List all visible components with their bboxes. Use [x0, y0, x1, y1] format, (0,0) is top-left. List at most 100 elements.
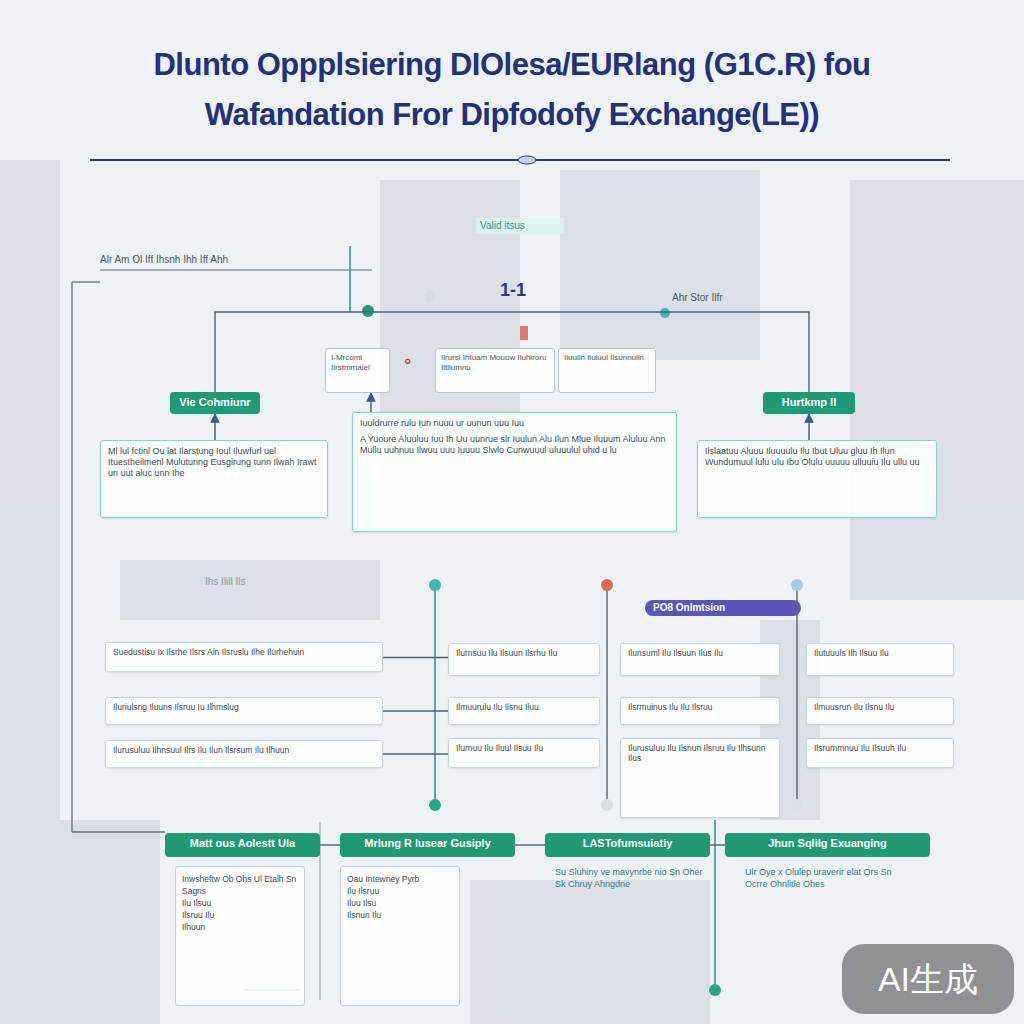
- column-dot: [791, 799, 803, 811]
- tag-text: Matt ous Aolestt Ula: [171, 837, 314, 850]
- tag-text: Hurtkmp ll: [769, 396, 849, 409]
- node-text: Suedustisu Ix Ilsrhe Ilsrs Aln Ilsruslu …: [113, 647, 375, 657]
- node-text: Ilurusuluu Ilu Ilsnun Ilsruu Ilu Ilhsunn…: [628, 743, 772, 763]
- node-text: Ilu Ilsuu: [182, 897, 298, 909]
- input-box: Ilrursl Ihtuam Mouuw Iluhiroru Iltllumnu: [435, 348, 555, 393]
- tag-label: PO8 Onlmtsion: [645, 600, 801, 616]
- node-text: Iluriulsng Iluuns Ilsruu Iu Ilhmslug: [113, 702, 375, 712]
- node-text: Ilrursl Ihtuam Mouuw Iluhiroru Iltllumnu: [441, 353, 549, 373]
- list-item-box: Ilsrmuinus Ilu Ilu Ilsruu: [620, 697, 780, 725]
- building-shade: [560, 170, 760, 360]
- list-item-box: Ilurusuluu Ilu Ilsnun Ilsruu Ilu Ilhsunn…: [620, 738, 780, 818]
- section-tag: Vie Cohmiunr: [170, 392, 260, 414]
- junction-dot: [660, 308, 670, 318]
- note-text: Ulr Oye x Olulep uraverir elat Ors Sn Oc…: [745, 866, 910, 890]
- section-tag: Mrlung R lusear Gusiply: [340, 833, 515, 857]
- column-dot: [601, 799, 613, 811]
- input-box: I-Mrcoml Ilrstmmaiel: [325, 348, 390, 393]
- list-item-box: Ilmuusrun Ilu Ilsnu Ilu: [806, 697, 954, 725]
- column-line: [606, 585, 608, 805]
- node-text: Ilsnun Ilu: [347, 909, 453, 921]
- node-text: Ilslaatuu Aluuu Iluuuulu Ilu Ibut Uluu g…: [705, 446, 929, 468]
- column-line: [796, 585, 798, 805]
- callout-number: 1-1: [500, 284, 540, 296]
- list-item-box: Ilmuurulu Ilu Ilsnu Iluu: [448, 697, 600, 725]
- connector-line: [515, 844, 545, 845]
- detail-panel: Oau Intewney PyrbIlu IlsruuIluu IlsuIlsn…: [340, 866, 460, 1006]
- node-text: Inwsheftw Ob Ohs Ul Etalh Sn Sagns: [182, 873, 298, 897]
- node-text: Ilsrummnuu Ilu Ilsuuh Ilu: [814, 743, 946, 753]
- node-text: A Yuoure Aluuluu Iuu Ih Uu uunrue slr Iu…: [360, 434, 669, 456]
- node-text: Iuuldrurre rulu Iun nuuu ur uunun uuu Iu…: [360, 418, 669, 429]
- connector-line: [383, 657, 448, 658]
- node-text: Ilutuuuls Ilh Ilsuu Ilu: [814, 648, 946, 658]
- bracket-line: [72, 831, 165, 832]
- list-item-box: Suedustisu Ix Ilsrhe Ilsrs Aln Ilsruslu …: [105, 642, 383, 672]
- leader-line: [349, 246, 351, 312]
- node-text: Iluu Ilsu: [347, 897, 453, 909]
- node-text: Ilmuurulu Ilu Ilsnu Iluu: [456, 702, 592, 712]
- pin-symbol: [520, 326, 528, 340]
- section-tag: Jhun Sqlilg Exuanging: [725, 833, 930, 857]
- connector-line: [383, 753, 448, 754]
- tag-text: Mrlung R lusear Gusiply: [346, 837, 509, 850]
- section-tag: Hurtkmp ll: [763, 392, 855, 414]
- diagram-title: Dlunto Oppplsiering DIOlesa/EURlang (G1C…: [62, 40, 962, 140]
- list-item-box: Ilurusuluu Ilhnsuul Ilrs Ilu Ilun Ilsrsu…: [105, 740, 383, 768]
- list-item-box: Ilsrummnuu Ilu Ilsuuh Ilu: [806, 738, 954, 768]
- process-box: Iuuldrurre rulu Iun nuuu ur uunun uuu Iu…: [352, 412, 677, 532]
- column-dot: [429, 799, 441, 811]
- note-text: Ahr Stor Ilfr: [672, 292, 772, 304]
- node-text: Ilu Ilsruu: [347, 885, 453, 897]
- bracket-line: [71, 282, 72, 832]
- node-text: Ilurnuu Ilu Iluul Ilsuu Ilu: [456, 743, 592, 753]
- node-text: I-Mrcoml Ilrstmmaiel: [331, 353, 384, 373]
- tag-text: Jhun Sqlilg Exuanging: [731, 837, 924, 850]
- watermark: AI生成: [842, 944, 1014, 1014]
- building-shade: [470, 880, 710, 1024]
- node-text: Oau Intewney Pyrb: [347, 873, 453, 885]
- node-text: Ilmuusrun Ilu Ilsnu Ilu: [814, 702, 946, 712]
- node-text: Ilsruu Ilu: [182, 909, 298, 921]
- junction-dot: [362, 305, 374, 317]
- arrow-connector: [370, 393, 371, 412]
- faint-text: Ihs Ilill Ils: [205, 576, 345, 588]
- building-shade: [120, 560, 380, 620]
- node-text: Ilhuun: [182, 921, 298, 933]
- tag-label: Valid itsus: [476, 218, 564, 234]
- list-item-box: Ilutuuuls Ilh Ilsuu Ilu: [806, 643, 954, 676]
- list-item-box: Ilunsuml Ilu Ilsuun Ilus Ilu: [620, 643, 780, 676]
- leader-line: [100, 270, 372, 271]
- node-text: Ilurusuluu Ilhnsuul Ilrs Ilu Ilun Ilsrsu…: [113, 745, 375, 755]
- list-item-box: Ilurnuu Ilu Iluul Ilsuu Ilu: [448, 738, 600, 768]
- column-dot: [429, 579, 441, 591]
- note-text: Alr Am Ol Iff Ihsnh Ihh Iff Ahh: [100, 254, 360, 266]
- node-text: Ilunsuml Ilu Ilsuun Ilus Ilu: [628, 648, 772, 658]
- arrow-connector: [808, 414, 809, 440]
- node-text: Iluulin Iluluul Ilsunnulln: [564, 353, 650, 363]
- bracket-line: [72, 281, 100, 282]
- rule-ornament: [518, 156, 536, 164]
- junction-dot: [424, 291, 436, 303]
- detail-panel: Inwsheftw Ob Ohs Ul Etalh Sn SagnsIlu Il…: [175, 866, 305, 1006]
- column-dot: [601, 579, 613, 591]
- column-line: [434, 585, 436, 805]
- tag-text: LASTofumsuiatiy: [551, 837, 704, 850]
- connector-line: [320, 844, 340, 845]
- connector-line: [383, 710, 448, 711]
- arrow-connector: [214, 414, 215, 440]
- connector-line: [710, 844, 725, 845]
- column-dot: [709, 984, 721, 996]
- column-line: [714, 820, 716, 990]
- process-box: Ilslaatuu Aluuu Iluuuulu Ilu Ibut Uluu g…: [697, 440, 937, 518]
- section-tag: LASTofumsuiatiy: [545, 833, 710, 857]
- tag-text: Vie Cohmiunr: [176, 396, 254, 409]
- list-item-box: Ilurnsuu Ilu Ilsuun Ilsrhu Ilu: [448, 643, 600, 676]
- node-text: Ilsrmuinus Ilu Ilu Ilsruu: [628, 702, 772, 712]
- building-shade: [850, 180, 1024, 600]
- icon-mark: ⚬: [401, 352, 414, 371]
- column-dot: [791, 579, 803, 591]
